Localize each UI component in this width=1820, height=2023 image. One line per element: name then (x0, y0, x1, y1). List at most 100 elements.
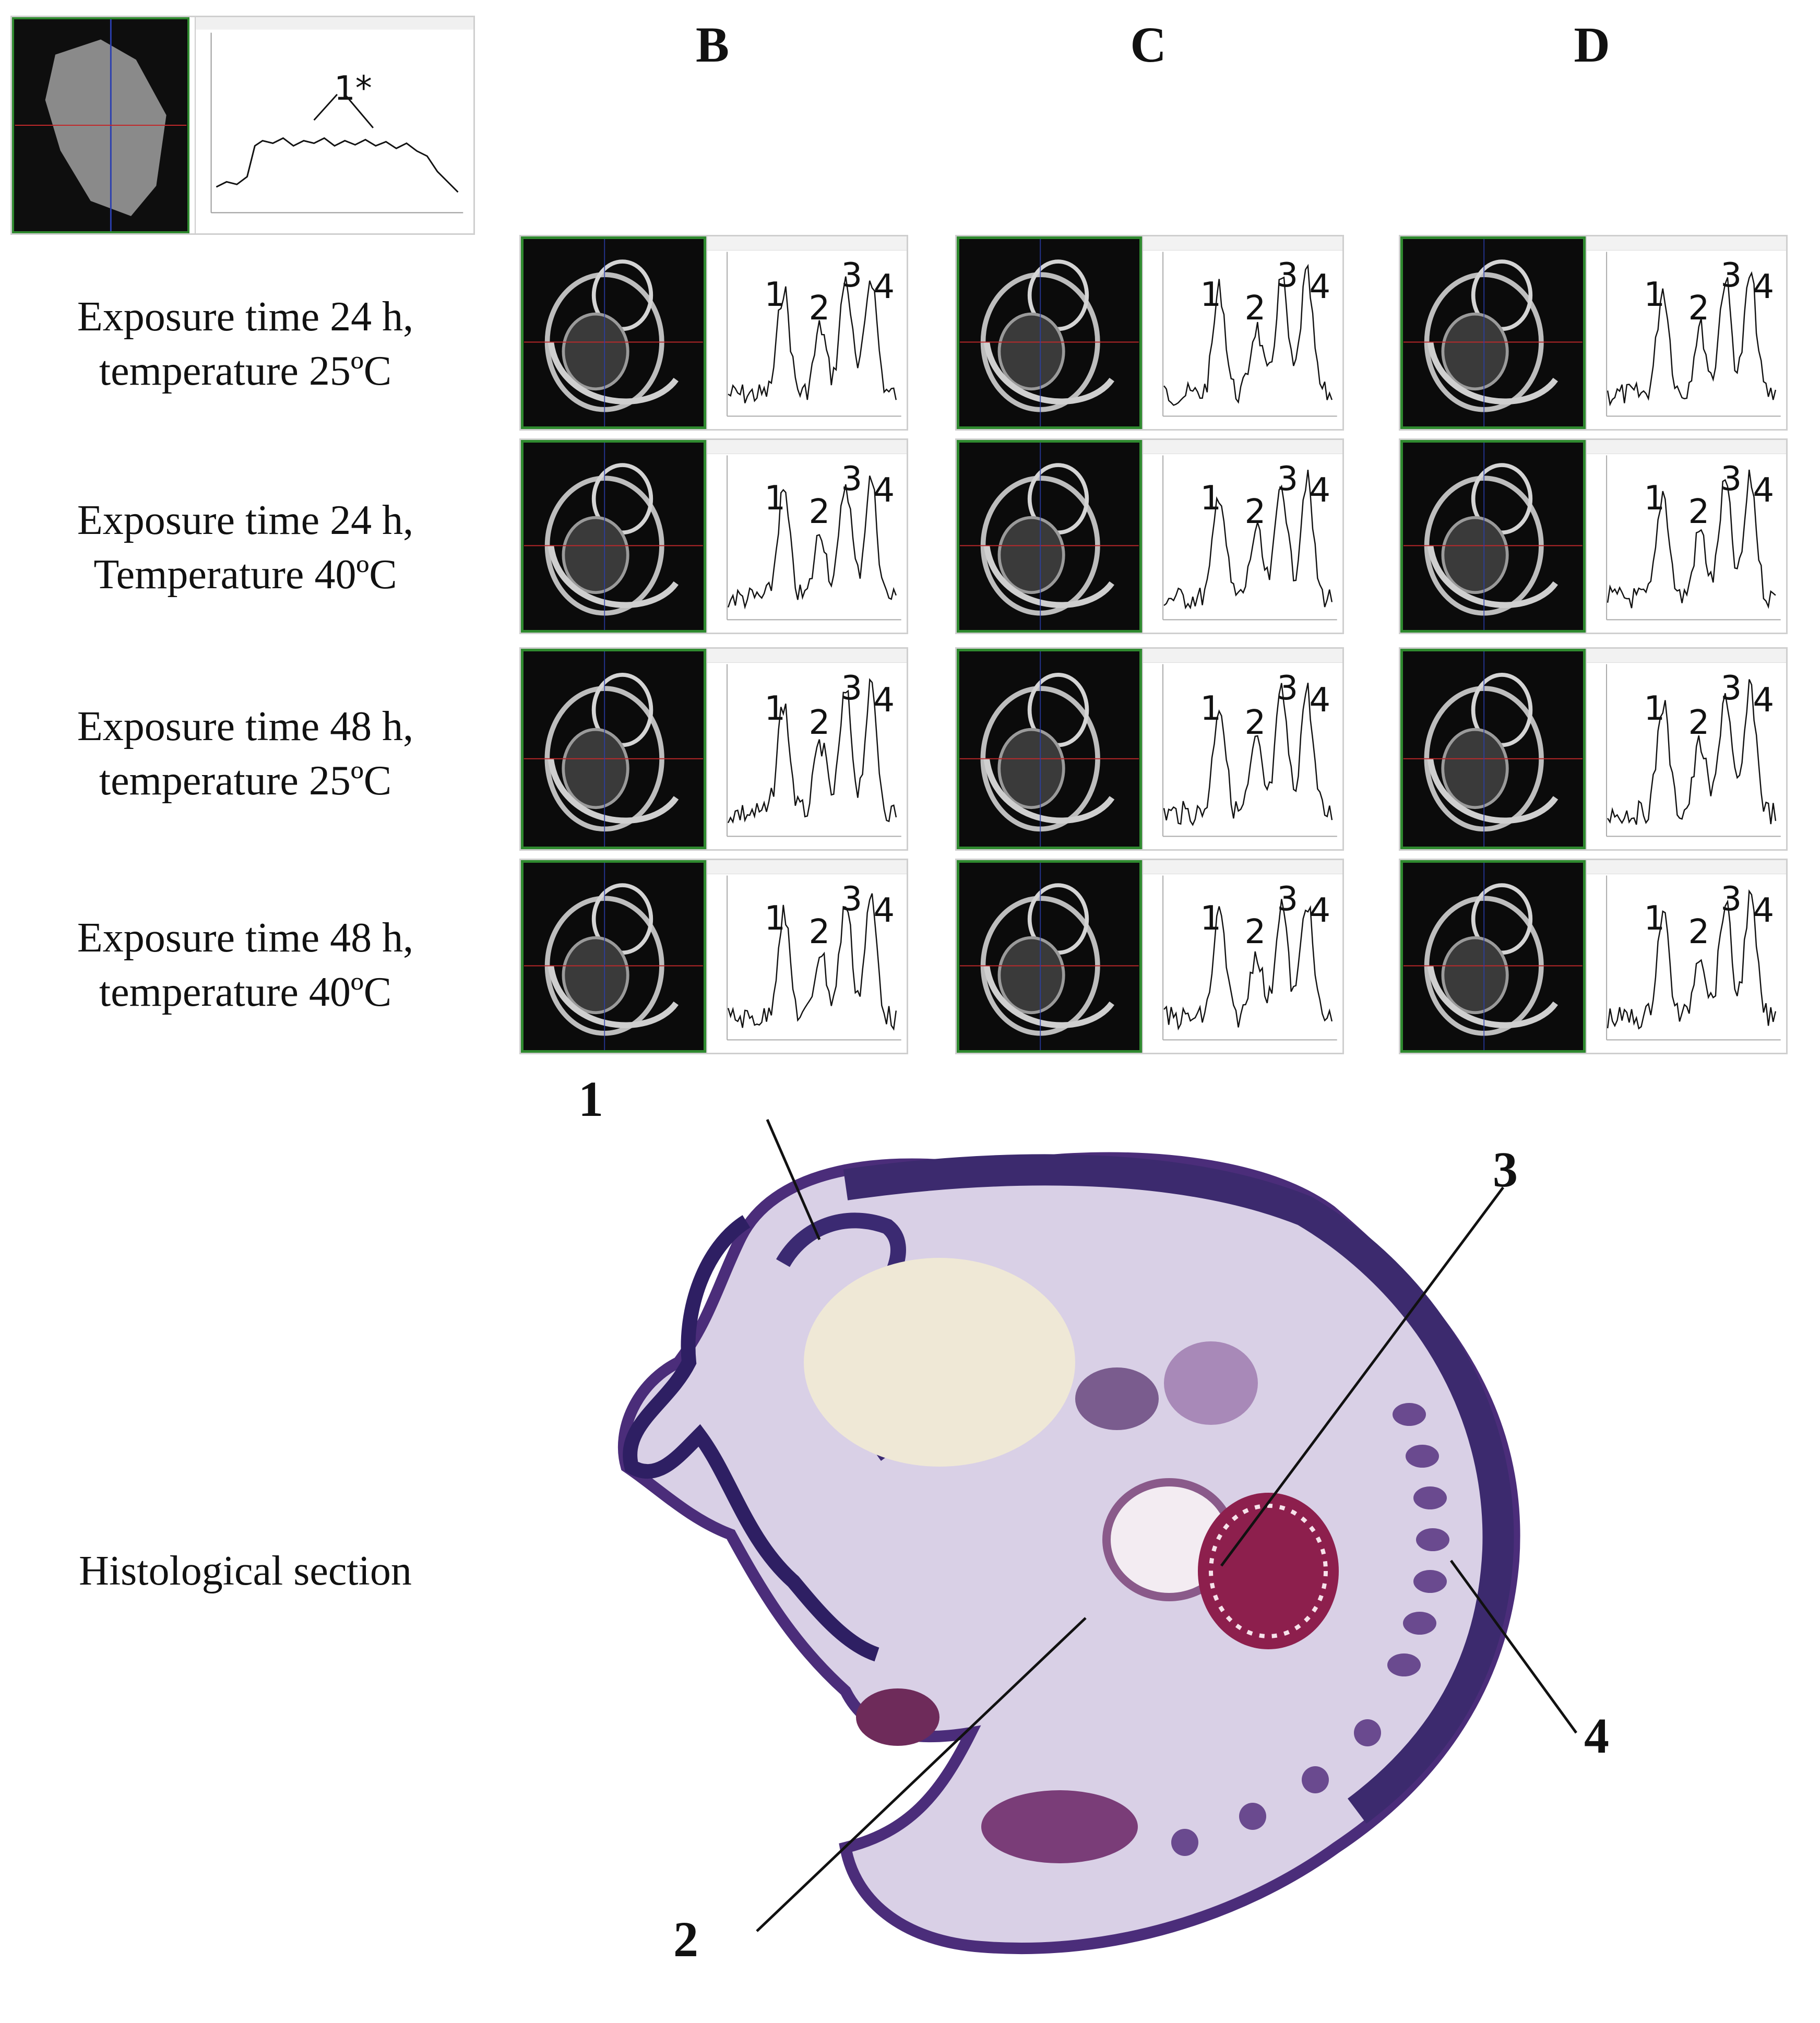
row-label-4-line2: temperature 40ºC (99, 969, 392, 1015)
peak-label-3: 3 (841, 459, 863, 498)
peak-label-4: 4 (1753, 471, 1775, 510)
row-label-4: Exposure time 48 h, temperature 40ºC (16, 911, 475, 1019)
intensity-profile (706, 236, 907, 429)
peak-label-3: 3 (1720, 459, 1742, 498)
peak-label-4: 4 (873, 681, 895, 720)
peak-label-4: 4 (873, 891, 895, 930)
peak-label-1: 1 (764, 899, 786, 938)
panel-a-peak-label: 1* (334, 69, 372, 108)
intensity-profile (1141, 649, 1342, 849)
intensity-profile (1585, 440, 1786, 633)
histology-row-label: Histological section (79, 1548, 412, 1594)
row-label-1-line2: temperature 25ºC (99, 348, 392, 394)
scan-thumbnail (1400, 860, 1586, 1053)
row-label-2-line1: Exposure time 24 h, (77, 497, 414, 543)
column-label-b: B (695, 17, 730, 73)
peak-label-3: 3 (841, 256, 863, 295)
peak-label-4: 4 (1309, 891, 1331, 930)
histological-section-image (617, 1119, 1578, 1955)
plot-window-bar (1586, 236, 1786, 251)
peak-label-1: 1 (1200, 479, 1222, 518)
peak-label-3: 3 (1277, 879, 1299, 919)
intensity-profile (1585, 860, 1786, 1053)
scan-image (1403, 239, 1583, 426)
peak-label-1: 1 (1200, 899, 1222, 938)
row-label-3: Exposure time 48 h, temperature 25ºC (16, 699, 475, 808)
intensity-profile (1585, 236, 1786, 429)
peak-label-2: 2 (808, 289, 830, 328)
peak-label-4: 4 (873, 268, 895, 306)
intensity-profile (1141, 440, 1342, 633)
peak-label-3: 3 (841, 669, 863, 708)
peak-label-4: 4 (1309, 681, 1331, 720)
intensity-profile (1585, 649, 1786, 849)
peak-label-1: 1 (1644, 899, 1666, 938)
panel-a-scan-image (15, 19, 187, 231)
panel-a: 1* (10, 16, 475, 235)
row-label-3-line1: Exposure time 48 h, (77, 704, 414, 749)
panel-a-profile-plot (196, 17, 473, 213)
scan-image (959, 651, 1139, 847)
peak-label-3: 3 (1277, 669, 1299, 708)
profile-plot-svg (726, 875, 901, 1041)
scan-image (1403, 443, 1583, 630)
intensity-profile (1141, 236, 1342, 429)
plot-window-bar (707, 236, 907, 251)
peak-label-1: 1 (1200, 276, 1222, 314)
peak-label-2: 2 (1688, 493, 1710, 532)
peak-label-3: 3 (1720, 669, 1742, 708)
scan-image (959, 863, 1139, 1050)
scan-thumbnail (957, 440, 1142, 633)
scan-thumbnail (521, 440, 706, 633)
plot-window-bar (1586, 649, 1786, 663)
plot-window-bar (1586, 860, 1786, 874)
scan-thumbnail (1400, 440, 1586, 633)
intensity-profile (1141, 860, 1342, 1053)
scan-thumbnail (1400, 649, 1586, 849)
peak-label-2: 2 (808, 704, 830, 743)
peak-label-4: 4 (1309, 268, 1331, 306)
peak-label-2: 2 (808, 493, 830, 532)
peak-label-4: 4 (873, 471, 895, 510)
peak-label-4: 4 (1309, 471, 1331, 510)
profile-plot-svg (726, 252, 901, 417)
peak-label-3: 3 (1720, 256, 1742, 295)
scan-image (524, 239, 703, 426)
plot-window-bar (1143, 860, 1342, 874)
peak-label-1: 1 (764, 479, 786, 518)
plot-window-bar (1586, 440, 1786, 454)
row-label-2: Exposure time 24 h, Temperature 40ºC (16, 493, 475, 602)
peak-label-1: 1 (1200, 689, 1222, 728)
panel-a-scan (12, 17, 189, 233)
histology-label-3: 3 (1493, 1141, 1518, 1197)
histology-label-1: 1 (578, 1071, 603, 1127)
profile-plot-svg (1605, 455, 1781, 621)
intensity-profile (706, 649, 907, 849)
peak-label-3: 3 (1277, 459, 1299, 498)
scan-thumbnail (957, 236, 1142, 429)
peak-label-2: 2 (1244, 289, 1266, 328)
scan-thumbnail (521, 236, 706, 429)
row-label-2-line2: Temperature 40ºC (93, 552, 397, 598)
profile-plot-svg (1162, 664, 1337, 837)
scan-thumbnail (1400, 236, 1586, 429)
scan-thumbnail (521, 860, 706, 1053)
row-label-4-line1: Exposure time 48 h, (77, 915, 414, 961)
column-label-c: C (1130, 17, 1167, 73)
scan-thumbnail (521, 649, 706, 849)
scan-image (1403, 651, 1583, 847)
panel-a-profile: 1* (195, 17, 473, 233)
histology-label-4: 4 (1584, 1708, 1609, 1764)
scan-thumbnail (957, 649, 1142, 849)
peak-label-2: 2 (808, 913, 830, 952)
peak-label-1: 1 (1644, 689, 1666, 728)
peak-label-3: 3 (1720, 879, 1742, 919)
